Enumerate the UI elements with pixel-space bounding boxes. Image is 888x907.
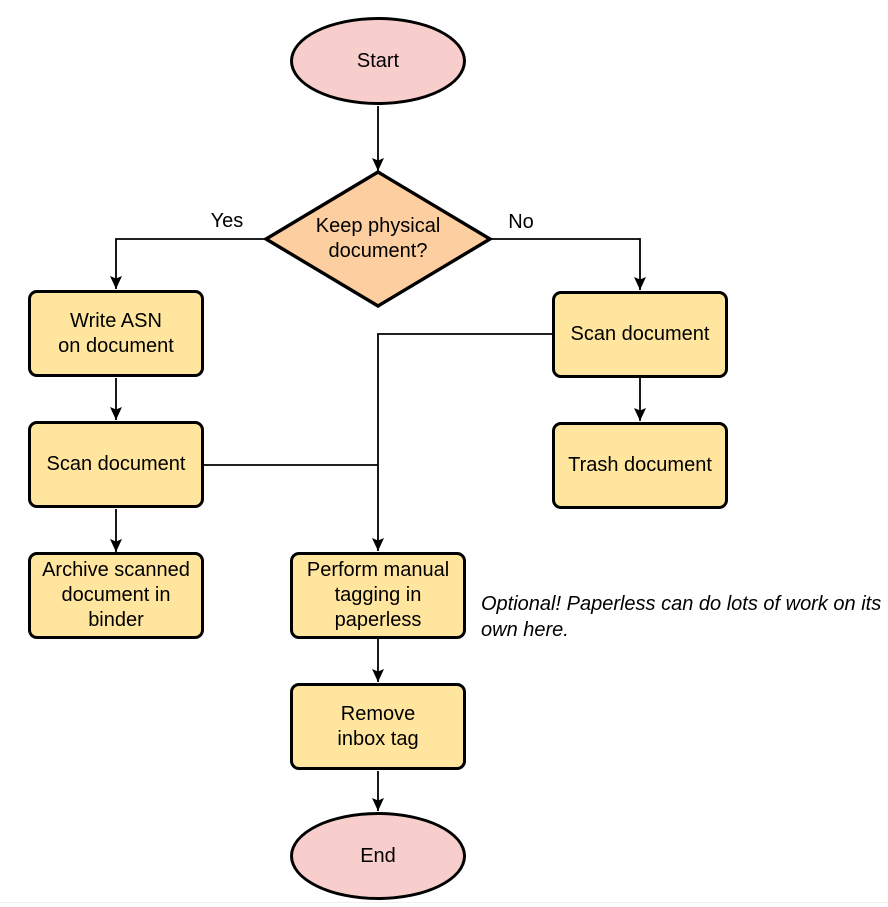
node-trash-document: Trash document — [552, 422, 728, 509]
node-decision-label: Keep physical document? — [315, 215, 441, 262]
edge-decision-no-to-scan-right — [490, 238, 646, 290]
node-scan-document-left: Scan document — [28, 421, 204, 508]
node-manual-tagging: Perform manual tagging in paperless — [290, 552, 466, 639]
optional-note: Optional! Paperless can do lots of work … — [481, 593, 882, 641]
edge-scan-right-to-tagging — [372, 333, 552, 551]
bottom-divider — [0, 902, 888, 903]
node-scan-document-right: Scan document — [552, 291, 728, 378]
edge-decision-yes-to-write-asn — [110, 238, 266, 289]
node-start: Start — [290, 17, 466, 105]
node-archive-in-binder: Archive scanned document in binder — [28, 552, 204, 639]
node-remove-inbox-tag: Remove inbox tag — [290, 683, 466, 770]
edge-label-yes: Yes — [210, 210, 244, 232]
edge-label-no: No — [508, 211, 534, 233]
node-write-asn: Write ASN on document — [28, 290, 204, 377]
decision-diamond-shape — [262, 170, 494, 308]
node-end: End — [290, 812, 466, 900]
